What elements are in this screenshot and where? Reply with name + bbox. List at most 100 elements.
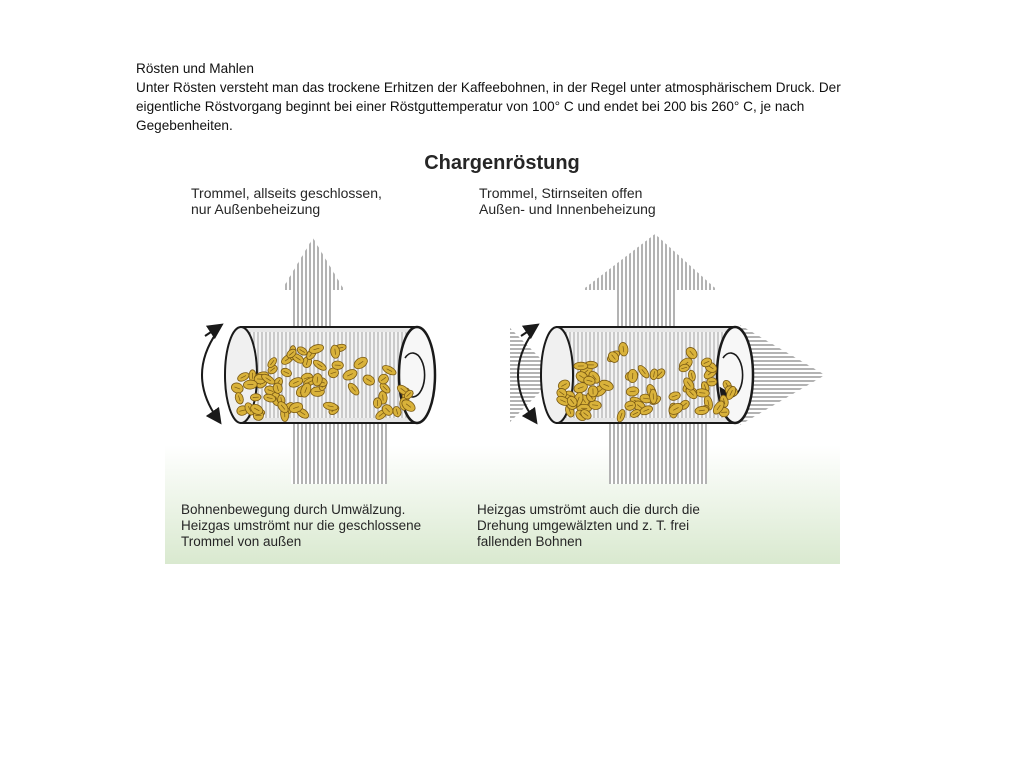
coffee-bean-crease (317, 363, 323, 368)
coffee-bean-crease (561, 383, 567, 387)
heat-flow-up-stem-right (615, 288, 675, 328)
coffee-bean-crease (643, 408, 650, 412)
coffee-bean-crease (603, 383, 610, 387)
coffee-bean-crease (316, 376, 319, 383)
diagram-title: Chargenröstung (424, 152, 580, 174)
panel-open-drum: Trommel, Stirnseiten offen Außen- und In… (477, 185, 825, 549)
coffee-bean-crease (303, 376, 310, 380)
heat-flow-up-arrow (283, 238, 343, 290)
coffee-bean-crease (400, 388, 406, 393)
coffee-bean-crease (283, 370, 290, 375)
coffee-bean-crease (265, 377, 271, 382)
coffee-bean-crease (330, 371, 337, 375)
coffee-bean-crease (253, 407, 260, 412)
coffee-bean-crease (240, 375, 247, 379)
coffee-beans-left (231, 343, 416, 422)
coffee-bean-crease (406, 392, 412, 397)
coffee-bean-crease (622, 346, 625, 353)
left-caption-line1: Bohnenbewegung durch Umwälzung. (181, 502, 405, 517)
section-body: Unter Rösten versteht man das trockene E… (136, 80, 841, 133)
coffee-bean-crease (689, 390, 694, 396)
right-label-line2: Außen- und Innenbeheizung (479, 201, 656, 217)
coffee-bean-crease (327, 405, 334, 408)
coffee-bean-crease (673, 407, 679, 411)
coffee-bean-crease (334, 348, 336, 355)
coffee-bean-crease (690, 372, 693, 379)
intro-text-block: Rösten und Mahlen Unter Rösten versteht … (136, 59, 896, 135)
rotation-arrow-right (517, 331, 538, 425)
coffee-bean-crease (619, 412, 623, 419)
coffee-bean-crease (295, 356, 301, 361)
coffee-bean-crease (270, 359, 275, 366)
coffee-bean-crease (304, 387, 308, 394)
coffee-bean-crease (385, 407, 390, 413)
left-caption-line3: Trommel von außen (181, 534, 301, 549)
coffee-bean-crease (307, 380, 313, 384)
coffee-bean-crease (358, 361, 364, 365)
coffee-bean-crease (643, 397, 650, 400)
coffee-bean-crease (238, 395, 241, 402)
heat-flow-lower-stem-right (609, 420, 707, 484)
coffee-bean-crease (280, 404, 286, 410)
left-caption-line2: Heizgas umströmt nur die geschlossene (181, 518, 421, 533)
coffee-bean-crease (347, 373, 353, 377)
coffee-bean-crease (380, 377, 387, 382)
coffee-bean-crease (577, 386, 584, 390)
coffee-bean-crease (653, 371, 655, 378)
coffee-bean-crease (707, 399, 710, 406)
right-label-line1: Trommel, Stirnseiten offen (479, 185, 642, 201)
section-heading: Rösten und Mahlen (136, 61, 254, 76)
coffee-bean-crease (576, 396, 580, 403)
right-caption-line2: Drehung umgewälzten und z. T. frei (477, 518, 689, 533)
coffee-bean-crease (570, 398, 575, 405)
coffee-bean-crease (586, 379, 593, 382)
coffee-bean-crease (386, 368, 393, 372)
coffee-bean-crease (395, 408, 399, 415)
heat-flow-up-stem (293, 288, 333, 328)
coffee-bean-crease (708, 365, 714, 370)
coffee-bean-crease (597, 388, 603, 393)
coffee-bean-crease (405, 403, 412, 408)
right-caption-line3: fallenden Bohnen (477, 534, 582, 549)
coffee-bean-crease (641, 369, 646, 375)
coffee-bean-crease (592, 374, 597, 380)
coffee-bean-crease (299, 411, 306, 416)
coffee-bean-crease (276, 385, 279, 392)
panel-closed-drum: Trommel, allseits geschlossen, nur Außen… (181, 185, 437, 549)
coffee-bean-crease (716, 404, 721, 411)
coffee-bean-crease (681, 366, 688, 370)
coffee-bean-crease (378, 412, 384, 417)
left-label-line2: nur Außenbeheizung (191, 201, 320, 217)
coffee-bean-crease (351, 386, 356, 392)
coffee-bean-crease (269, 367, 276, 372)
coffee-bean-crease (689, 350, 694, 356)
coffee-bean-crease (568, 408, 572, 414)
coffee-bean-crease (629, 390, 636, 393)
coffee-bean-crease (671, 394, 678, 398)
coffee-bean-crease (699, 392, 706, 394)
heat-flow-up-arrow-right (585, 234, 715, 290)
coffee-bean-crease (579, 375, 585, 379)
coffee-bean-crease (382, 385, 388, 391)
coffee-bean-crease (703, 384, 707, 391)
coffee-bean-crease (266, 397, 273, 400)
coffee-bean-crease (583, 412, 589, 417)
coffee-bean-crease (632, 411, 639, 416)
coffee-bean-crease (267, 389, 274, 392)
rotation-arrow-left (201, 331, 222, 425)
coffee-bean-crease (293, 406, 299, 409)
coffee-bean-crease (722, 398, 726, 405)
coffee-bean-crease (305, 359, 309, 366)
coffee-bean-crease (299, 349, 305, 353)
coffee-bean-crease (239, 409, 246, 412)
coffee-bean-crease (657, 371, 663, 377)
heat-flow-lower-stem (291, 420, 387, 484)
coffee-bean-crease (611, 354, 616, 360)
right-caption-line1: Heizgas umströmt auch die durch die (477, 502, 700, 517)
coffee-bean-crease (729, 390, 733, 396)
batch-roasting-diagram: Chargenröstung Trommel, allseits geschlo… (165, 140, 840, 564)
coffee-bean-crease (703, 360, 710, 364)
coffee-bean-crease (293, 380, 299, 384)
coffee-bean-crease (382, 394, 384, 401)
coffee-bean-crease (560, 399, 566, 403)
